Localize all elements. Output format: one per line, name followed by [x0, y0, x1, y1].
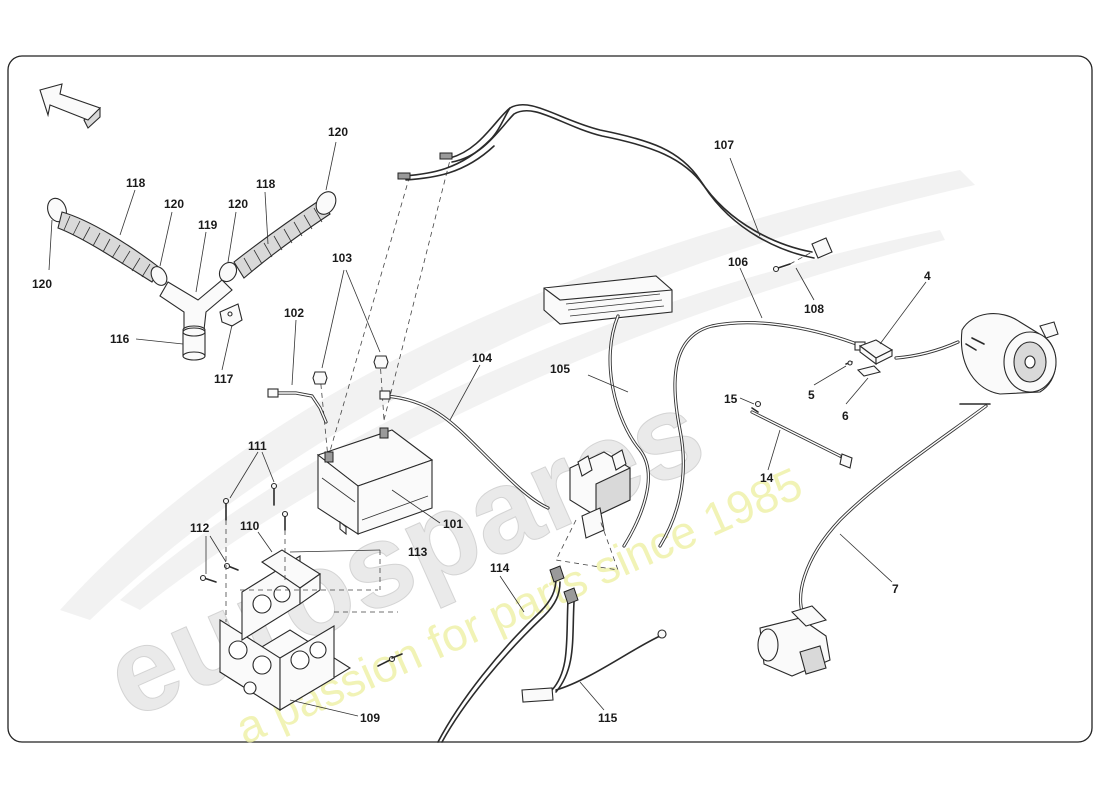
battery-tray-109	[199, 451, 403, 717]
callout-111: 111	[248, 439, 267, 453]
corrugated-hose-left	[57, 211, 161, 283]
cable-7	[799, 403, 991, 626]
battery-101	[316, 427, 434, 536]
callout-7: 7	[892, 582, 899, 596]
screw-5	[847, 360, 853, 366]
corrugated-hose-right	[233, 199, 331, 279]
nut-103-right	[373, 355, 389, 369]
ground-strap-area	[739, 397, 853, 471]
callout-114: 114	[490, 561, 510, 575]
callout-14: 14	[760, 471, 774, 485]
callout-117: 117	[214, 372, 234, 386]
screw-15	[754, 400, 762, 408]
hose-clamp-mid-left	[150, 266, 168, 286]
callout-5: 5	[808, 388, 815, 402]
y-piece-119	[159, 279, 233, 331]
callout-107: 107	[714, 138, 734, 152]
cover-6	[856, 365, 882, 377]
callout-101: 101	[443, 517, 463, 531]
harness-115	[521, 587, 667, 711]
terminal-area	[813, 281, 960, 405]
bolts-111	[222, 482, 289, 531]
ducting-assembly	[47, 141, 337, 371]
screw-108	[772, 265, 780, 273]
battery-area	[267, 159, 550, 536]
alternator	[960, 313, 1059, 395]
callout-120-b: 120	[164, 197, 184, 211]
callout-109: 109	[360, 711, 380, 725]
callout-116: 116	[110, 332, 130, 346]
callout-108: 108	[804, 302, 824, 316]
harness-107	[397, 103, 833, 301]
hose-clamp-mid-right	[218, 261, 238, 283]
callout-115: 115	[598, 711, 618, 725]
screws-113	[377, 653, 403, 667]
callout-120-c: 120	[228, 197, 248, 211]
callout-120-a: 120	[32, 277, 52, 291]
relay-block	[569, 449, 631, 539]
connector-115	[521, 687, 554, 703]
fuse-box	[543, 275, 673, 325]
callout-113: 113	[408, 545, 428, 559]
callout-112: 112	[190, 521, 210, 535]
nut-103-left	[312, 371, 328, 385]
callouts: 120 118 120 119 120 118 120 116 117 103 …	[32, 125, 931, 725]
callout-6: 6	[842, 409, 849, 423]
callout-103: 103	[332, 251, 352, 265]
callout-110: 110	[240, 519, 260, 533]
direction-arrow-icon	[39, 83, 102, 129]
callout-15: 15	[724, 392, 738, 406]
connector-107	[811, 237, 833, 259]
callout-105: 105	[550, 362, 570, 376]
callout-102: 102	[284, 306, 304, 320]
callout-106: 106	[728, 255, 748, 269]
callout-118-a: 118	[126, 176, 146, 190]
hose-clamp-right	[315, 191, 337, 215]
fuse-box-area	[543, 267, 866, 571]
harness-114	[437, 565, 565, 743]
callout-120-d: 120	[328, 125, 348, 139]
callout-118-b: 118	[256, 177, 276, 191]
callout-119: 119	[198, 218, 218, 232]
callout-4: 4	[924, 269, 931, 283]
callout-104: 104	[472, 351, 492, 365]
starter-motor	[757, 605, 831, 677]
